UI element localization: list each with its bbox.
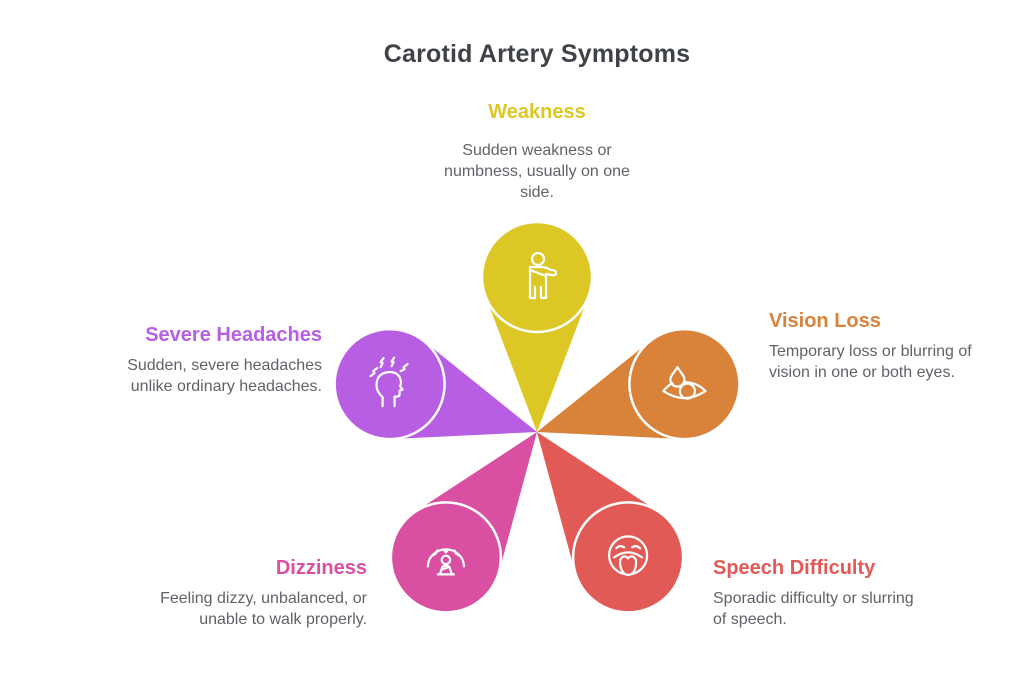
petal-severe-headaches-circle: [333, 327, 446, 441]
petal-dizziness-wedge: [415, 432, 537, 572]
severe-headaches-label: Severe Headaches: [145, 324, 322, 346]
page-title: Carotid Artery Symptoms: [383, 40, 691, 68]
petal-vision-loss: [537, 327, 741, 441]
speech-difficulty-text-block: Speech Difficulty Sporadic difficulty or…: [713, 556, 983, 630]
vision-loss-description: Temporary loss or blurring of vision in …: [769, 343, 972, 381]
weakness-description: Sudden weakness or numbness, usually on …: [444, 142, 630, 201]
petal-dizziness-circle: [389, 501, 503, 614]
slurred-mouth-icon: [607, 535, 649, 577]
petal-speech-difficulty-wedge: [537, 432, 659, 572]
speech-difficulty-description: Sporadic difficulty or slurring of speec…: [713, 590, 914, 628]
vision-loss-text-block: Vision Loss Temporary loss or blurring o…: [769, 309, 1024, 383]
weakness-label: Weakness: [488, 101, 586, 123]
dizziness-label: Dizziness: [275, 557, 367, 579]
headache-lightning-icon: [369, 356, 409, 408]
severe-headaches-description: Sudden, severe headaches unlike ordinary…: [127, 357, 322, 395]
petal-speech-difficulty: [537, 432, 685, 614]
petal-severe-headaches: [333, 327, 537, 441]
dizziness-text-block: Dizziness Feeling dizzy, unbalanced, or …: [105, 556, 367, 630]
weakness-text-block: Weakness Sudden weakness or numbness, us…: [387, 100, 687, 203]
petal-weakness-circle: [480, 220, 594, 334]
severe-headaches-text-block: Severe Headaches Sudden, severe headache…: [60, 323, 322, 397]
eye-with-teardrop-icon: [662, 366, 707, 400]
petal-dizziness: [389, 432, 537, 614]
petal-weakness-wedge: [485, 296, 589, 432]
person-arm-in-sling-icon: [528, 251, 558, 300]
dizzy-person-icon: [426, 548, 465, 576]
dizziness-description: Feeling dizzy, unbalanced, or unable to …: [160, 590, 367, 628]
vision-loss-label: Vision Loss: [769, 310, 881, 332]
petal-weakness: [480, 220, 594, 432]
speech-difficulty-label: Speech Difficulty: [713, 557, 876, 579]
